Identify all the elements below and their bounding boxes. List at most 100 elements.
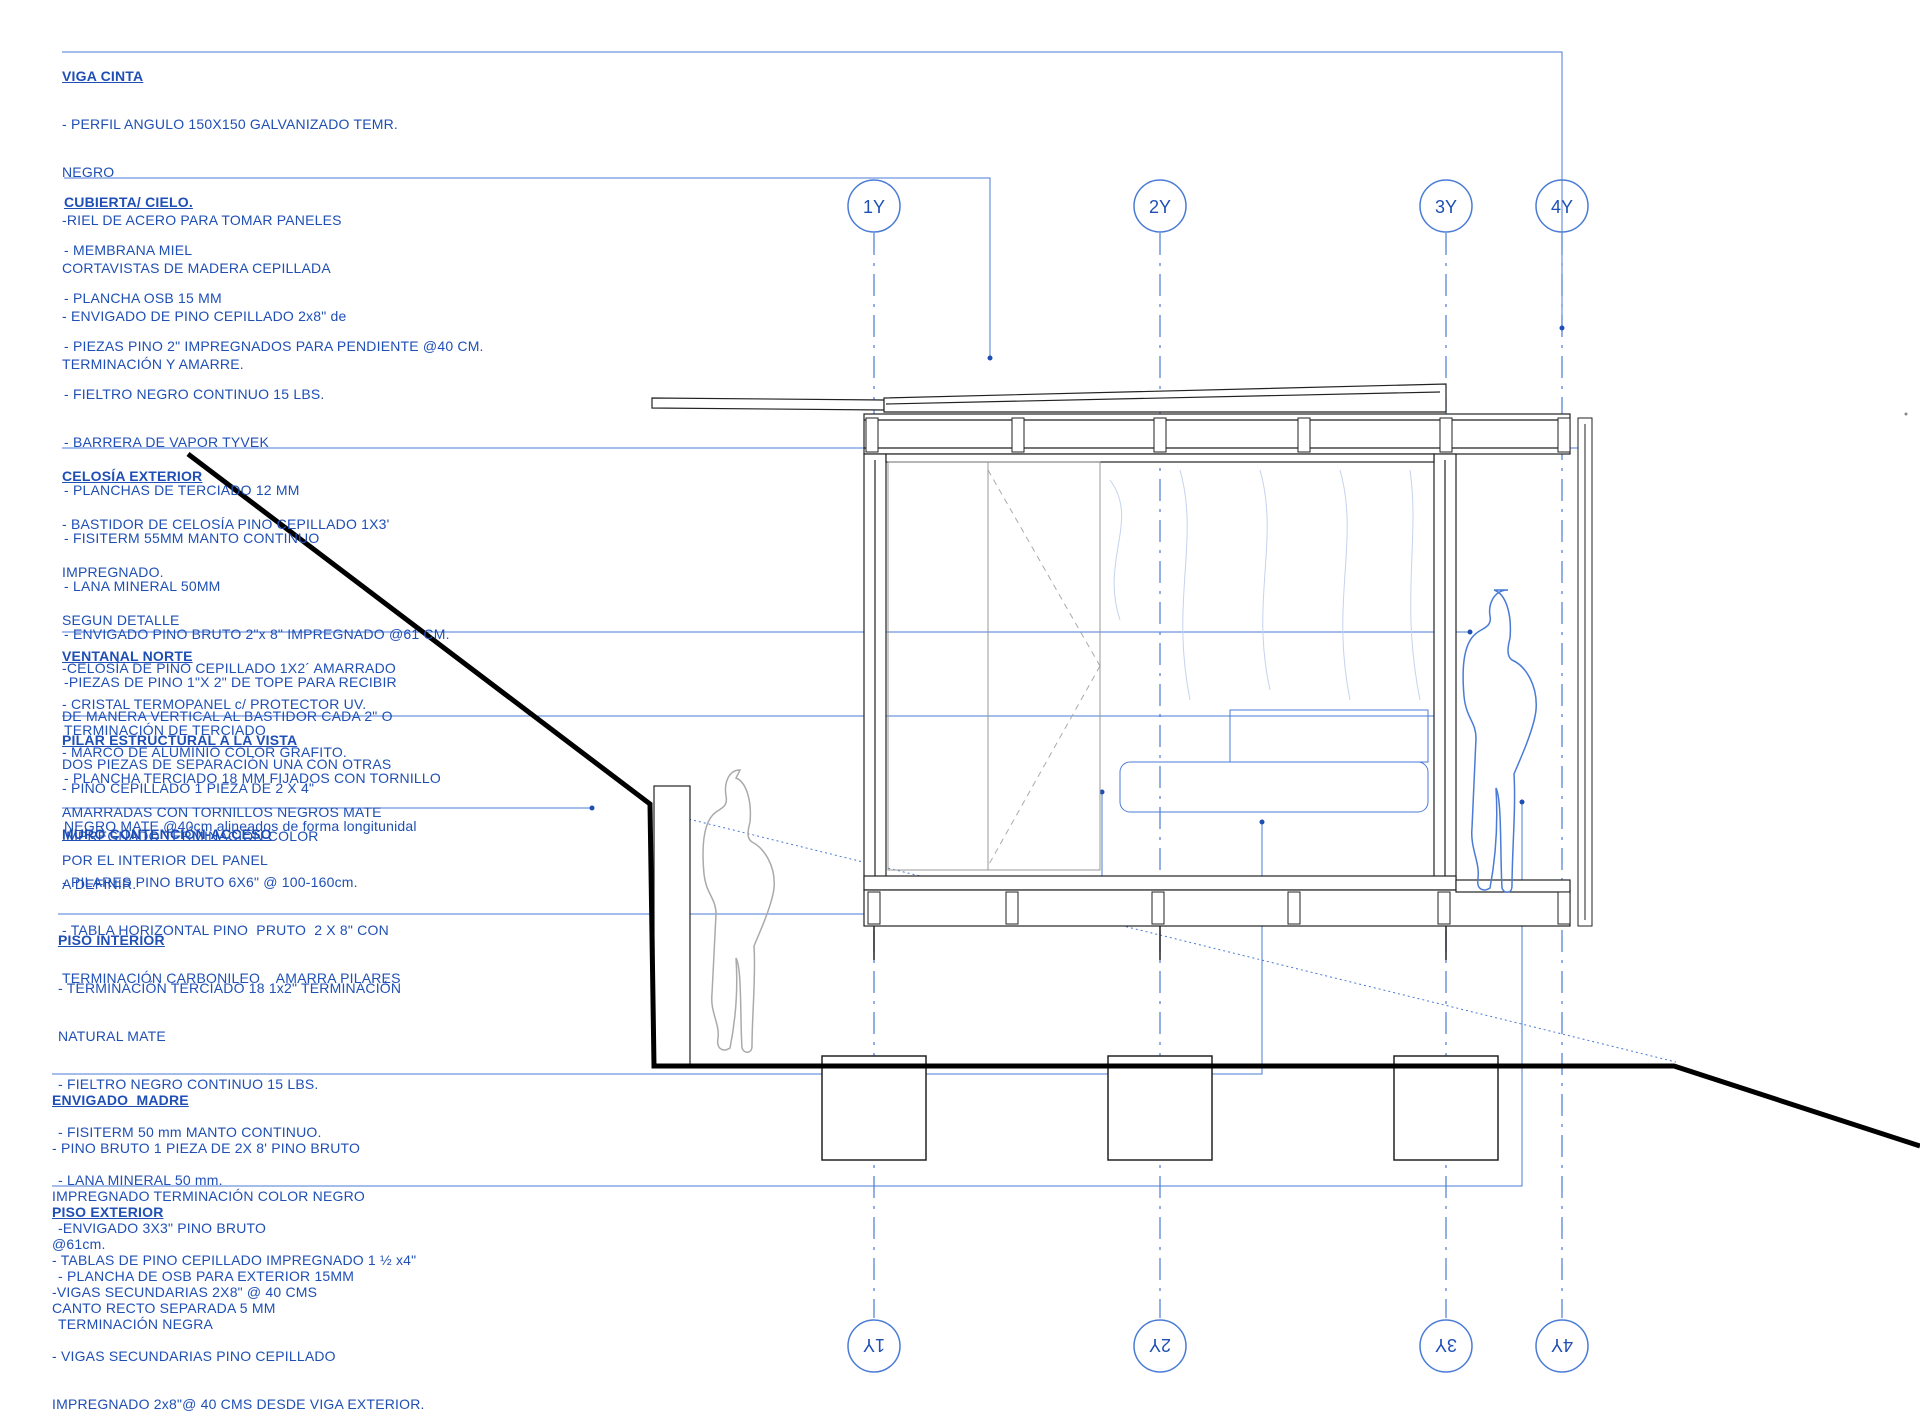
roof-joist (1297, 417, 1311, 453)
grid-label-bottom-3y: 3Y (1435, 1335, 1457, 1355)
note-line: IMPREGNADO TERMINACIÓN COLOR NEGRO (52, 1188, 366, 1204)
walls (863, 453, 1457, 881)
leader-dot-cubierta (987, 355, 993, 361)
grid-bubble-bottom-2y (1133, 1319, 1187, 1373)
grid-label-bottom-1y: 1Y (863, 1335, 885, 1355)
note-title: PISO INTERIOR (58, 932, 165, 948)
footing-3y (1393, 1055, 1499, 1161)
foundation (821, 926, 1499, 1161)
note-line: - FISITERM 50 mm MANTO CONTINUO. (58, 1124, 322, 1140)
floor-joist (1151, 891, 1165, 925)
interior-partition (987, 461, 1101, 871)
leader-dot-muro (589, 805, 595, 811)
note-line: CANTO RECTO SEPARADA 5 MM (52, 1300, 276, 1316)
footing-2y (1107, 1055, 1213, 1161)
roof-joist (1557, 417, 1571, 453)
note-line: TERMINACIÓN CARBONILEO AMARRA PILARES (62, 970, 401, 986)
note-viga-cinta: VIGA CINTA - PERFIL ANGULO 150X150 GALVA… (62, 36, 398, 388)
floor-slab (863, 875, 1457, 891)
grid-bubble-top-2y (1133, 179, 1187, 233)
note-line: - FIELTRO NEGRO CONTINUO 15 LBS. (64, 386, 325, 402)
grid-bubble-bottom-1y (847, 1319, 901, 1373)
note-line: - TABLA HORIZONTAL PINO PRUTO 2 X 8" CON (62, 922, 389, 938)
interior (887, 461, 1429, 871)
leader-cubierta (64, 177, 991, 358)
floor-joist (1005, 891, 1019, 925)
note-line: - BARRERA DE VAPOR TYVEK (64, 434, 270, 450)
note-title: VIGA CINTA (62, 68, 144, 84)
note-line: - TERMINACIÓN TERCIADO 18 1x2" TERMINACI… (58, 980, 402, 996)
note-line: @61cm. (52, 1236, 106, 1252)
note-line: - FIELTRO NEGRO CONTINUO 15 LBS. (58, 1076, 319, 1092)
retaining-wall (653, 785, 691, 1067)
leader-piso-exterior (52, 802, 1523, 1187)
note-line: - PINO CEPILLADO 1 PIEZA DE 2 X 4" (62, 780, 315, 796)
note-line: - PLANCHA DE OSB PARA EXTERIOR 15MM (58, 1268, 355, 1284)
note-title: PISO EXTERIOR (52, 1204, 164, 1220)
roof-joist (1011, 417, 1025, 453)
roof-joist (1153, 417, 1167, 453)
note-ventanal: VENTANAL NORTE - CRISTAL TERMOPANEL c/ P… (62, 616, 366, 776)
door-swing (987, 665, 1101, 867)
note-line: IMPREGNADO TERMINACIÓN COLOR (62, 828, 319, 844)
note-line: SEGUN DETALLE (62, 612, 180, 628)
bench (1119, 761, 1429, 813)
note-line: - PINO BRUTO 1 PIEZA DE 2X 8' PINO BRUTO (52, 1140, 361, 1156)
window-north (1577, 417, 1593, 927)
grid-bubble-top-3y (1419, 179, 1473, 233)
note-title: PILAR ESTRUCTURAL A LA VISTA (62, 732, 298, 748)
note-line: TERMINACIÓN DE TERCIADO (64, 722, 266, 738)
note-title: CUBIERTA/ CIELO. (64, 194, 193, 210)
floor-joist (1287, 891, 1301, 925)
deck-exterior (1455, 879, 1571, 893)
roof-joists (865, 417, 1571, 453)
note-line: IMPREGNADO. (62, 564, 164, 580)
grid-bubble-bottom-4y (1535, 1319, 1589, 1373)
floor-joists (867, 891, 1571, 925)
person-silhouette-left (702, 769, 775, 1053)
note-line: A DEFINIR. (62, 876, 137, 892)
floor-joist (867, 891, 881, 925)
note-line: - PLANCHAS DE TERCIADO 12 MM (64, 482, 300, 498)
grid-bubble-bottom-3y (1419, 1319, 1473, 1373)
leader-dot-viga (1559, 325, 1565, 331)
note-celosia: CELOSÍA EXTERIOR - BASTIDOR DE CELOSÍA P… (62, 436, 396, 884)
note-muro: MURO CONTENCIÓN-ACCESO - PILARES PINO BR… (62, 794, 401, 1002)
note-line: -CELOSÍA DE PINO CEPILLADO 1X2´ AMARRADO (62, 660, 396, 676)
note-line: - PIEZAS PINO 2" IMPREGNADOS PARA PENDIE… (64, 338, 484, 354)
note-line: - PLANCHA OSB 15 MM (64, 290, 222, 306)
floor-beam-band (863, 889, 1571, 927)
shelf (1229, 709, 1429, 763)
note-line: - CRISTAL TERMOPANEL c/ PROTECTOR UV. (62, 696, 367, 712)
note-line: - PERFIL ANGULO 150X150 GALVANIZADO TEMR… (62, 116, 399, 132)
footing-1y (821, 1055, 927, 1161)
note-envigado: ENVIGADO MADRE - PINO BRUTO 1 PIEZA DE 2… (52, 1060, 365, 1316)
note-line: - MARCO DE ALUMINIO COLOR GRAFITO. (62, 744, 348, 760)
floor-joist (1437, 891, 1451, 925)
note-line: - PLANCHA TERCIADO 18 MM FIJADOS CON TOR… (64, 770, 441, 786)
note-line: -VIGAS SECUNDARIAS 2X8" @ 40 CMS (52, 1284, 318, 1300)
note-line: DOS PIEZAS DE SEPARACIÓN UNA CON OTRAS (62, 756, 392, 772)
note-line: - PILARES PINO BRUTO 6X6" @ 100-160cm. (62, 874, 358, 890)
note-line: - ENVIGADO DE PINO CEPILLADO 2x8" de (62, 308, 347, 324)
person-silhouette-right (1462, 589, 1537, 893)
grid-bubble-top-1y (847, 179, 901, 233)
note-line: -PIEZAS DE PINO 1"X 2" DE TOPE PARA RECI… (64, 674, 397, 690)
note-line: - VIGAS SECUNDARIAS PINO CEPILLADO (52, 1348, 336, 1364)
note-line: -RIEL DE ACERO PARA TOMAR PANELES (62, 212, 342, 228)
sight-line (659, 811, 1677, 1063)
roof-slope-inner (885, 391, 1441, 405)
note-line: NEGRO MATE @40cm alineados de forma long… (64, 818, 417, 834)
note-line: POR EL INTERIOR DEL PANEL (62, 852, 268, 868)
note-line: AMARRADAS CON TORNILLOS NEGROS MATE (62, 804, 382, 820)
grid-label-top-3y: 3Y (1435, 197, 1457, 217)
note-line: - BASTIDOR DE CELOSÍA PINO CEPILLADO 1X3… (62, 516, 390, 532)
note-piso-interior: PISO INTERIOR - TERMINACIÓN TERCIADO 18 … (58, 900, 401, 1348)
floor (863, 875, 1571, 927)
note-title: CELOSÍA EXTERIOR (62, 468, 203, 484)
note-pilar: PILAR ESTRUCTURAL A LA VISTA - PINO CEPI… (62, 700, 319, 908)
leader-viga-cinta (62, 51, 1563, 328)
note-line: - FISITERM 55MM MANTO CONTINUO (64, 530, 320, 546)
leader-dot-piso-exterior (1519, 799, 1525, 805)
door-frame (887, 461, 989, 871)
